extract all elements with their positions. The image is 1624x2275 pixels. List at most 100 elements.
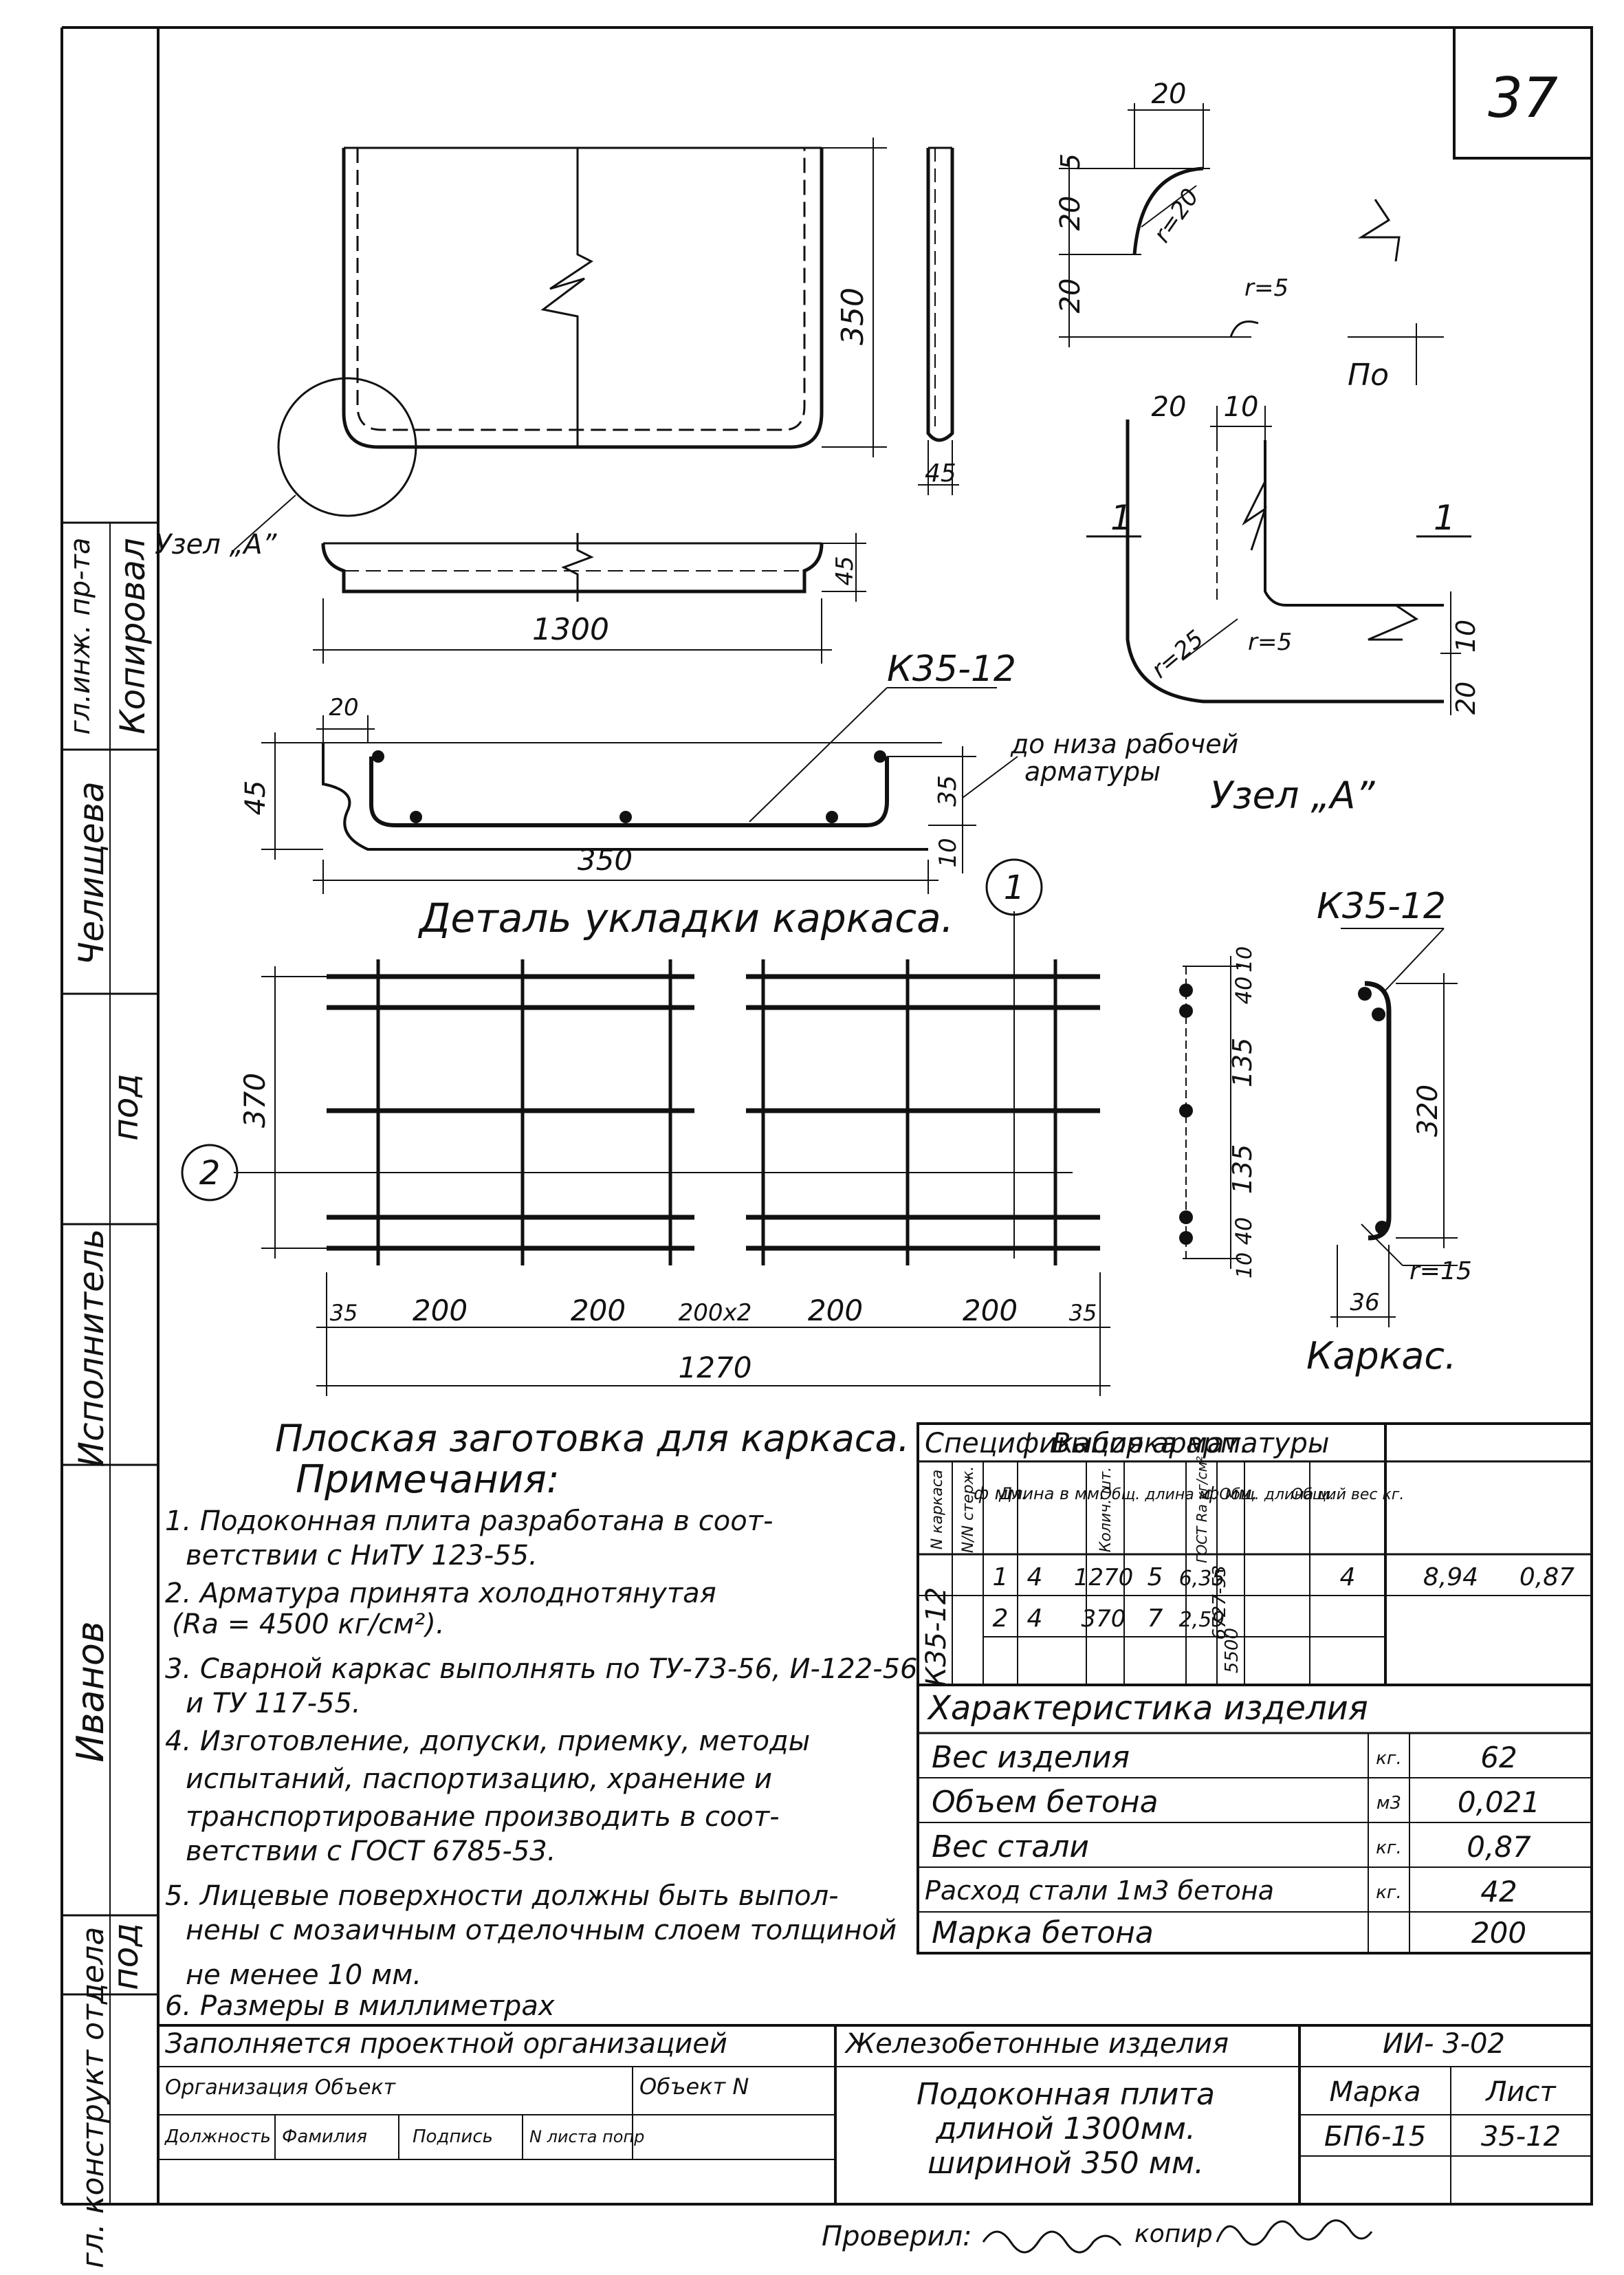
karkas-dim-10-bot: 10 [1233,1252,1257,1278]
tb-series: ИИ- 3-02 [1383,2028,1505,2060]
spec-h-karkas: N каркаса [929,1470,946,1550]
node-dim-10-right: 10 [1451,620,1481,653]
spec-h-total2: Общ. длина м. [1219,1486,1335,1503]
side-label-ivanov: Иванов [69,1621,112,1762]
sheet-number: 37 [1488,66,1558,130]
node-a-detail [1059,103,1444,385]
karkas-dim-135-b: 135 [1227,1144,1258,1195]
char-r1-label: Вес изделия [932,1740,1130,1775]
char-title: Характеристика изделия [926,1689,1368,1728]
node-r25: r=25 [1146,625,1209,684]
spec-r1-qty: 5 [1148,1563,1163,1591]
node-a-section [1086,406,1471,715]
spec-vyb-total: 8,94 [1423,1563,1478,1591]
node-label-1-left: 1 [1110,498,1132,538]
char-r5-value: 200 [1471,1916,1526,1950]
node-title: Узел „А” [1210,774,1375,817]
mesh-title: Плоская заготовка для каркаса. [275,1417,910,1460]
detail-dim-20: 20 [329,694,358,721]
spec-r1-n: 1 [993,1563,1009,1591]
spec-h-total: Общ. длина м [1100,1486,1211,1503]
tb-list-label: Лист [1484,2076,1557,2108]
side-label-gl-inzh: гл.инж. пр-та [65,538,96,735]
footer-signature-1 [982,2230,1122,2254]
tb-name-2: длиной 1300мм. [935,2111,1196,2146]
side-label-ispolnitel: Исполнитель [72,1229,111,1468]
spec-vyb-weight: 0,87 [1519,1563,1574,1591]
uzel-a-label: Узел „А” [155,529,277,560]
karkas-r15: r=15 [1409,1257,1472,1285]
tb-col-list: N листа попр [529,2127,644,2146]
detail-mark: К35-12 [887,649,1016,690]
dim-45-front: 45 [831,556,859,585]
char-r1-value: 62 [1480,1741,1517,1774]
char-r1-unit: кг. [1376,1748,1402,1769]
char-r4-unit: кг. [1376,1882,1402,1903]
char-r4-value: 42 [1480,1875,1517,1908]
sheet-frame [61,26,1593,2206]
char-r3-label: Вес стали [932,1829,1089,1864]
spec-vyb-phi: 4 [1340,1563,1356,1591]
note-6: 6. Размеры в миллиметрах [165,1990,555,2022]
karkas-drawing [1179,928,1458,1327]
note-3: 3. Сварной каркас выполнять по ТУ-73-56,… [165,1653,926,1719]
node-dim-20-right: 20 [1451,682,1481,715]
spec-r2-n: 2 [993,1604,1009,1633]
char-r2-unit: м3 [1376,1793,1401,1814]
node-dim-20-b: 20 [1055,279,1086,314]
karkas-dim-40-bot: 40 [1231,1217,1257,1245]
tb-col-dolzhnost: Должность [164,2126,271,2147]
char-r5-label: Марка бетона [932,1915,1154,1950]
slab-side-view [918,146,959,495]
node-dim-5: 5 [1055,153,1086,170]
footer-copied: копир [1134,2220,1213,2248]
side-label-kopiroval: Копировал [113,538,153,734]
mesh-dim-200-4: 200 [963,1294,1018,1327]
side-label-gl-konstrukt: гл. конструкт отдела [76,1927,111,2269]
side-label-pod1: под [106,1074,146,1141]
detail-title: Деталь укладки каркаса. [417,895,954,941]
dim-45-side: 45 [925,459,956,488]
spec-title-left: Спецификация армат. [925,1428,1249,1459]
spec-h-weight: Общий вес кг. [1291,1486,1405,1503]
slab-plan-view [233,138,887,551]
slab-front-view [313,533,866,664]
mesh-dim-200-2: 200 [571,1294,626,1327]
footer-checked: Проверил: [822,2221,972,2252]
characteristics-table [917,1684,1593,1955]
spec-gost: 6727-53 [1209,1565,1230,1640]
title-block [157,2024,1593,2206]
spec-h-sterzh: N/N стерж. [960,1466,977,1554]
side-label-chelishcheva: Челищева [72,781,111,965]
detail-note1: до низа рабочей [1010,729,1238,759]
mesh-dim-200x2: 200х2 [679,1299,752,1327]
node-dim-20-mid: 20 [1152,391,1187,423]
node-r5: r=5 [1244,274,1288,302]
karkas-dim-320: 320 [1412,1085,1444,1137]
tb-list: 35-12 [1481,2121,1561,2153]
footer-signature-2 [1216,2219,1373,2246]
spec-r1-phi: 4 [1027,1563,1043,1591]
note-5: 5. Лицевые поверхности должны быть выпол… [165,1880,906,1991]
karkas-dim-40-top: 40 [1231,977,1257,1005]
flat-blank-mesh [181,858,1110,1396]
dim-1300: 1300 [532,612,609,647]
note-2: 2. Арматура принята холоднотянутая (Ra =… [165,1578,725,1640]
mesh-dim-200-3: 200 [808,1294,863,1327]
tb-org-obj: Организация Объект [165,2076,397,2100]
node-label-1-right: 1 [1434,498,1456,538]
tb-marka-label: Марка [1329,2076,1420,2108]
mesh-circle-2: 2 [199,1154,221,1193]
detail-dim-35: 35 [934,775,962,807]
spec-h-phi2: ф мм. [1204,1483,1258,1504]
spec-h-qty: Колич. шт. [1097,1467,1115,1552]
spec-r1-total: 6,35 [1179,1567,1225,1591]
mesh-dim-35-l: 35 [330,1300,358,1326]
char-r2-label: Объем бетона [932,1785,1159,1820]
char-r3-unit: кг. [1376,1838,1402,1858]
spec-r2-total: 2,59 [1179,1608,1225,1632]
tb-category: Железобетонные изделия [844,2028,1229,2060]
tb-obj-n: Объект N [639,2073,749,2100]
node-r5-b: r=5 [1248,629,1292,656]
